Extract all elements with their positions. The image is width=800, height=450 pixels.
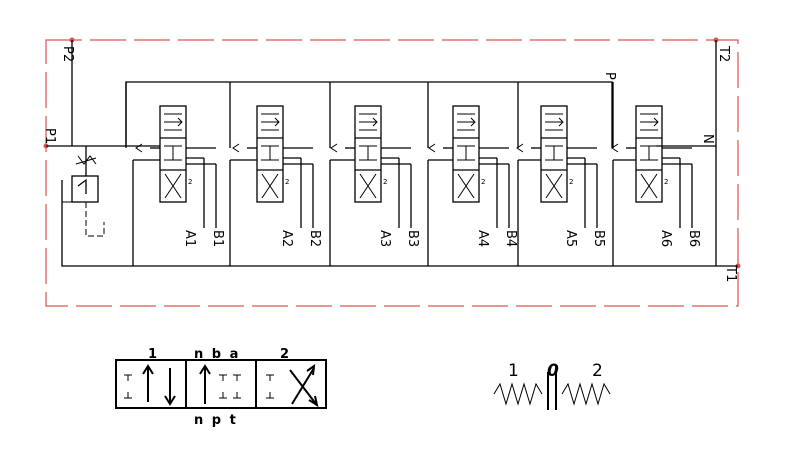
port-label-b1: B1: [210, 230, 225, 247]
p1-label: P1: [42, 128, 57, 144]
spool-position-2-label: 2: [481, 178, 485, 186]
port-label-b6: B6: [686, 230, 701, 247]
valve-section-2: A2 B2 2: [229, 82, 322, 266]
port-label-a4: A4: [475, 230, 490, 247]
spool-position-2-label: 2: [383, 178, 387, 186]
n-label: N: [700, 134, 715, 144]
spool-position-2-label: 2: [285, 178, 289, 186]
t1-label: T1: [723, 265, 738, 282]
relief-valve: [61, 146, 105, 237]
valve-section-3: A3 B3 2: [329, 82, 420, 266]
port-label-b2: B2: [307, 230, 322, 247]
spring-centering-symbol: [493, 372, 611, 410]
p2-label: P2: [60, 46, 75, 62]
port-label-b3: B3: [405, 230, 420, 247]
valve-section-4: A4 B4 2: [427, 82, 518, 266]
p-label: P: [602, 72, 617, 80]
port-label-a3: A3: [377, 230, 392, 247]
valve-section-5: A5 B5 2: [516, 82, 606, 266]
valve-symbol-detail: [115, 359, 327, 409]
detail-bottom-ports-label: n p t: [194, 413, 238, 428]
port-label-a5: A5: [563, 230, 578, 247]
port-label-b5: B5: [591, 230, 606, 247]
port-label-b4: B4: [503, 230, 518, 247]
spring-position-0-label: 0: [547, 361, 559, 381]
spring-position-2-label: 2: [592, 361, 603, 381]
valve-body-frame: [45, 39, 739, 307]
port-label-a6: A6: [658, 230, 673, 247]
valve-section-6: A6 B6 2: [611, 82, 701, 266]
valve-section-1: A1 B1 2: [125, 82, 225, 266]
tank-return-t1-line: [61, 180, 738, 267]
spool-position-2-label: 2: [664, 178, 668, 186]
port-label-a2: A2: [279, 230, 294, 247]
detail-position-1-label: 1: [148, 347, 157, 362]
spool-position-2-label: 2: [188, 178, 192, 186]
spring-position-1-label: 1: [508, 361, 519, 381]
t2-label: T2: [716, 45, 731, 62]
port-label-a1: A1: [182, 230, 197, 247]
spool-position-2-label: 2: [569, 178, 573, 186]
detail-position-2-label: 2: [280, 347, 289, 362]
detail-top-ports-label: n b a: [194, 347, 240, 362]
